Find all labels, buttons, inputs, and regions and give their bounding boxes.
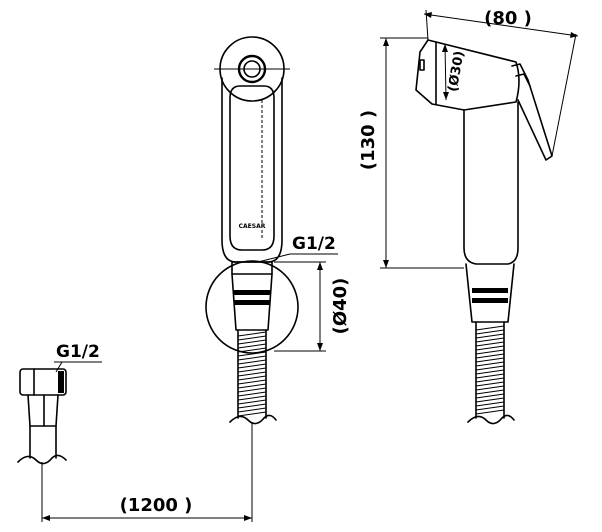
holder-diameter-label: (Ø40) — [330, 278, 351, 335]
width-dim-line — [423, 13, 579, 37]
side-band-2 — [472, 298, 508, 303]
dia-arrow-top — [317, 262, 323, 270]
hose-fitting: G1/2 — [17, 342, 102, 465]
side-head-outline — [427, 39, 520, 265]
connector-top — [231, 261, 273, 275]
side-nozzle-face — [415, 39, 465, 111]
fitting-ferrule — [27, 394, 59, 427]
front-hose — [229, 329, 277, 425]
nozzle-diameter-label: (Ø30) — [446, 50, 468, 93]
fitting-nut — [19, 368, 67, 396]
handle-outline — [221, 77, 283, 263]
side-trigger — [511, 63, 553, 161]
fitting-nut-thread — [58, 371, 64, 393]
side-connector — [465, 263, 515, 323]
front-view: CAESAR G1/2 (Ø40) — [205, 36, 351, 425]
hose-length-dimension: (1200 ) — [41, 422, 253, 522]
length-arrow-left — [42, 515, 50, 521]
connector-band-2 — [234, 300, 270, 305]
brand-logo: CAESAR — [239, 223, 266, 230]
thread-label-front: G1/2 — [292, 234, 336, 254]
length-arrow-right — [244, 515, 252, 521]
side-band-1 — [472, 288, 508, 293]
width-arrow-right — [570, 32, 578, 38]
handle-inner-panel — [229, 85, 275, 251]
thread-leader — [257, 253, 291, 263]
width-arrow-left — [424, 12, 432, 18]
dia-arrow-bottom — [317, 343, 323, 351]
height-arrow-bottom — [383, 260, 389, 268]
holder-circle — [205, 260, 299, 354]
nozzle-arrow-top — [442, 44, 448, 52]
height-arrow-top — [383, 38, 389, 46]
width-ext-right — [551, 33, 577, 157]
side-hose — [467, 321, 515, 425]
side-trigger-pivot — [515, 73, 531, 87]
fitting-break-line — [17, 454, 67, 465]
length-dim-label: (1200 ) — [120, 495, 193, 516]
nozzle-dia-line — [444, 43, 447, 101]
height-dim-label: (130 ) — [358, 110, 379, 170]
connector-band-1 — [234, 290, 270, 295]
fitting-thread-leader — [55, 361, 63, 373]
side-view: (80 ) (130 ) (Ø30) — [358, 8, 579, 425]
side-nozzle-slot — [419, 59, 425, 71]
nozzle-arrow-bottom — [443, 92, 449, 100]
thread-label-hose: G1/2 — [56, 342, 100, 362]
width-dim-label: (80 ) — [484, 8, 532, 29]
